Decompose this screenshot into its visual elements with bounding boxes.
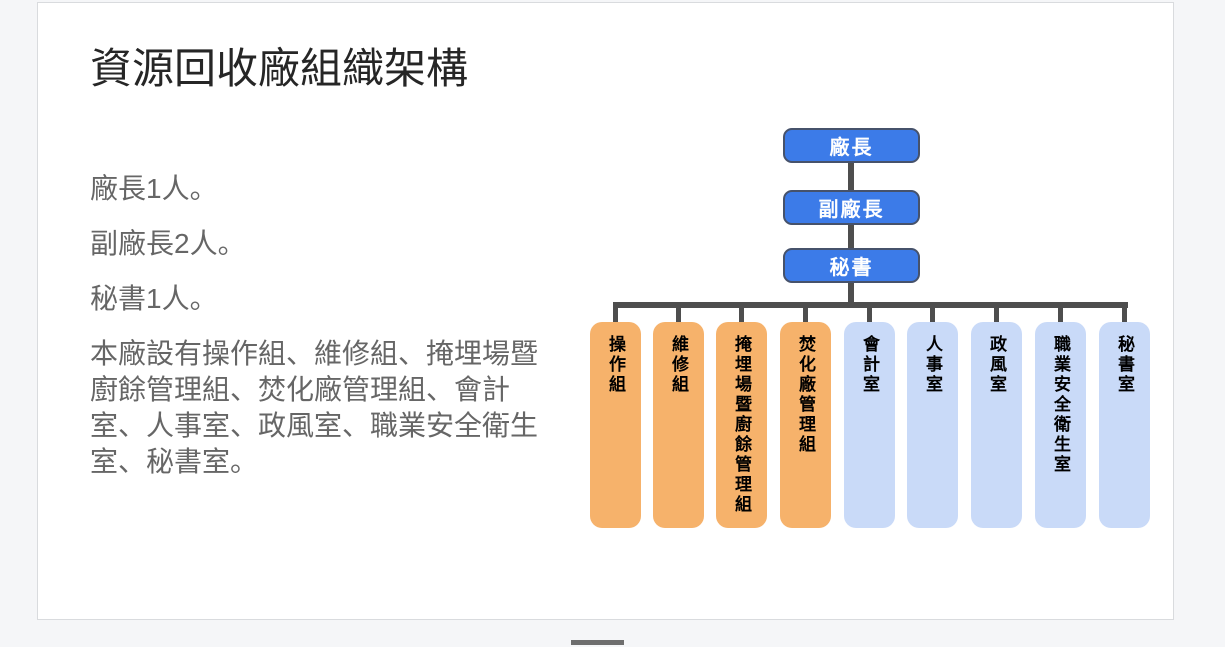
org-node-factory-director: 廠長 (783, 128, 920, 163)
paragraph-deputy-director-count: 副廠長2人。 (90, 228, 246, 259)
org-node-secretary: 秘書 (783, 248, 920, 283)
paragraph-secretary-count: 秘書1人。 (90, 283, 218, 314)
dept-box-occupational-safety-office: 職業安全衛生室 (1035, 322, 1086, 528)
connector-drop-6 (930, 302, 935, 326)
org-node-deputy-director: 副廠長 (783, 190, 920, 225)
connector-drop-1 (613, 302, 618, 326)
dept-label: 操作組 (606, 335, 625, 395)
dept-label: 焚化廠管理組 (796, 335, 815, 455)
org-node-label: 秘書 (829, 257, 874, 279)
paragraph-departments-list: 本廠設有操作組、維修組、掩埋場暨廚餘管理組、焚化廠管理組、會計室、人事室、政風室… (90, 338, 539, 477)
dept-box-operations-group: 操作組 (590, 322, 641, 528)
dept-label: 人事室 (923, 335, 942, 395)
connector-drop-8 (1058, 302, 1063, 326)
page-title: 資源回收廠組織架構 (90, 45, 469, 92)
paragraph-director-count: 廠長1人。 (90, 173, 218, 204)
org-node-label: 副廠長 (818, 199, 885, 221)
dept-box-secretariat-office: 秘書室 (1099, 322, 1150, 528)
dept-label: 政風室 (987, 335, 1006, 395)
dept-label: 會計室 (860, 335, 879, 395)
connector-drop-3 (739, 302, 744, 326)
connector-drop-5 (867, 302, 872, 326)
dept-box-personnel-office: 人事室 (907, 322, 958, 528)
connector-drop-2 (676, 302, 681, 326)
org-node-label: 廠長 (829, 137, 874, 159)
dept-box-landfill-kitchen-waste-group: 掩埋場暨廚餘管理組 (716, 322, 767, 528)
dept-label: 秘書室 (1115, 335, 1134, 395)
dept-box-maintenance-group: 維修組 (653, 322, 704, 528)
footer-divider-bar (571, 640, 624, 645)
dept-box-ethics-office: 政風室 (971, 322, 1022, 528)
connector-drop-4 (803, 302, 808, 326)
dept-box-incineration-plant-group: 焚化廠管理組 (780, 322, 831, 528)
connector-drop-9 (1122, 302, 1127, 326)
connector-drop-7 (994, 302, 999, 326)
dept-label: 職業安全衛生室 (1051, 335, 1070, 475)
dept-label: 維修組 (669, 335, 688, 395)
dept-box-accounting-office: 會計室 (844, 322, 895, 528)
dept-label: 掩埋場暨廚餘管理組 (732, 335, 751, 515)
